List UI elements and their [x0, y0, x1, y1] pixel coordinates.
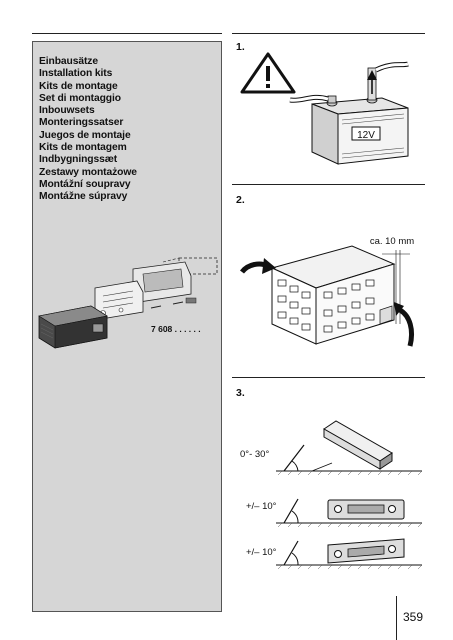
- kit-title: Set di montaggio: [39, 92, 121, 104]
- page-number: 359: [403, 610, 424, 624]
- kit-exploded-illustration: [38, 257, 218, 349]
- angle-label: +/– 10°: [246, 501, 277, 512]
- warning-icon: [240, 52, 296, 94]
- kit-title: Juegos de montaje: [39, 129, 131, 141]
- top-rule-left: [32, 33, 222, 34]
- distance-label: ca. 10 mm: [370, 236, 414, 247]
- step2-illustration: ca. 10 mm: [240, 236, 414, 347]
- top-rule-right: [232, 33, 425, 34]
- step-divider: [232, 377, 425, 378]
- battery-icon: [311, 67, 409, 165]
- kit-title: Installation kits: [39, 68, 113, 80]
- part-number: 7 608 . . . . . .: [151, 324, 201, 334]
- kit-title: Kits de montagem: [39, 142, 127, 154]
- kit-title: Kits de montage: [39, 80, 118, 92]
- kit-title: Indbygningssæt: [39, 154, 118, 166]
- kit-title: Monteringssatser: [39, 117, 124, 129]
- kit-info-panel: Einbausätze Installation kits Kits de mo…: [32, 41, 222, 612]
- radio-unit-tilted-icon: [323, 420, 393, 470]
- step3-illustration: 0°- 30° +/– 10° +/– 10°: [240, 420, 423, 570]
- kit-title: Zestawy montażowe: [39, 166, 137, 178]
- step-number: 1.: [236, 41, 245, 53]
- page-number-rule: [396, 596, 397, 640]
- kit-title: Montážní soupravy: [39, 178, 131, 190]
- step-divider: [232, 184, 425, 185]
- radio-unit-front-icon: [327, 538, 405, 564]
- step-number: 2.: [236, 194, 245, 206]
- kit-title: Einbausätze: [39, 56, 98, 67]
- battery-label: 12V: [357, 130, 375, 141]
- step1-illustration: 12V: [240, 52, 409, 165]
- angle-label: +/– 10°: [246, 547, 277, 558]
- kit-title: Montážne súpravy: [39, 191, 128, 203]
- radio-unit-front-icon: [327, 499, 405, 520]
- kit-title: Inbouwsets: [39, 105, 95, 117]
- step-number: 3.: [236, 387, 245, 399]
- kit-title-list: Einbausätze Installation kits Kits de mo…: [39, 56, 137, 204]
- angle-label: 0°- 30°: [240, 449, 269, 460]
